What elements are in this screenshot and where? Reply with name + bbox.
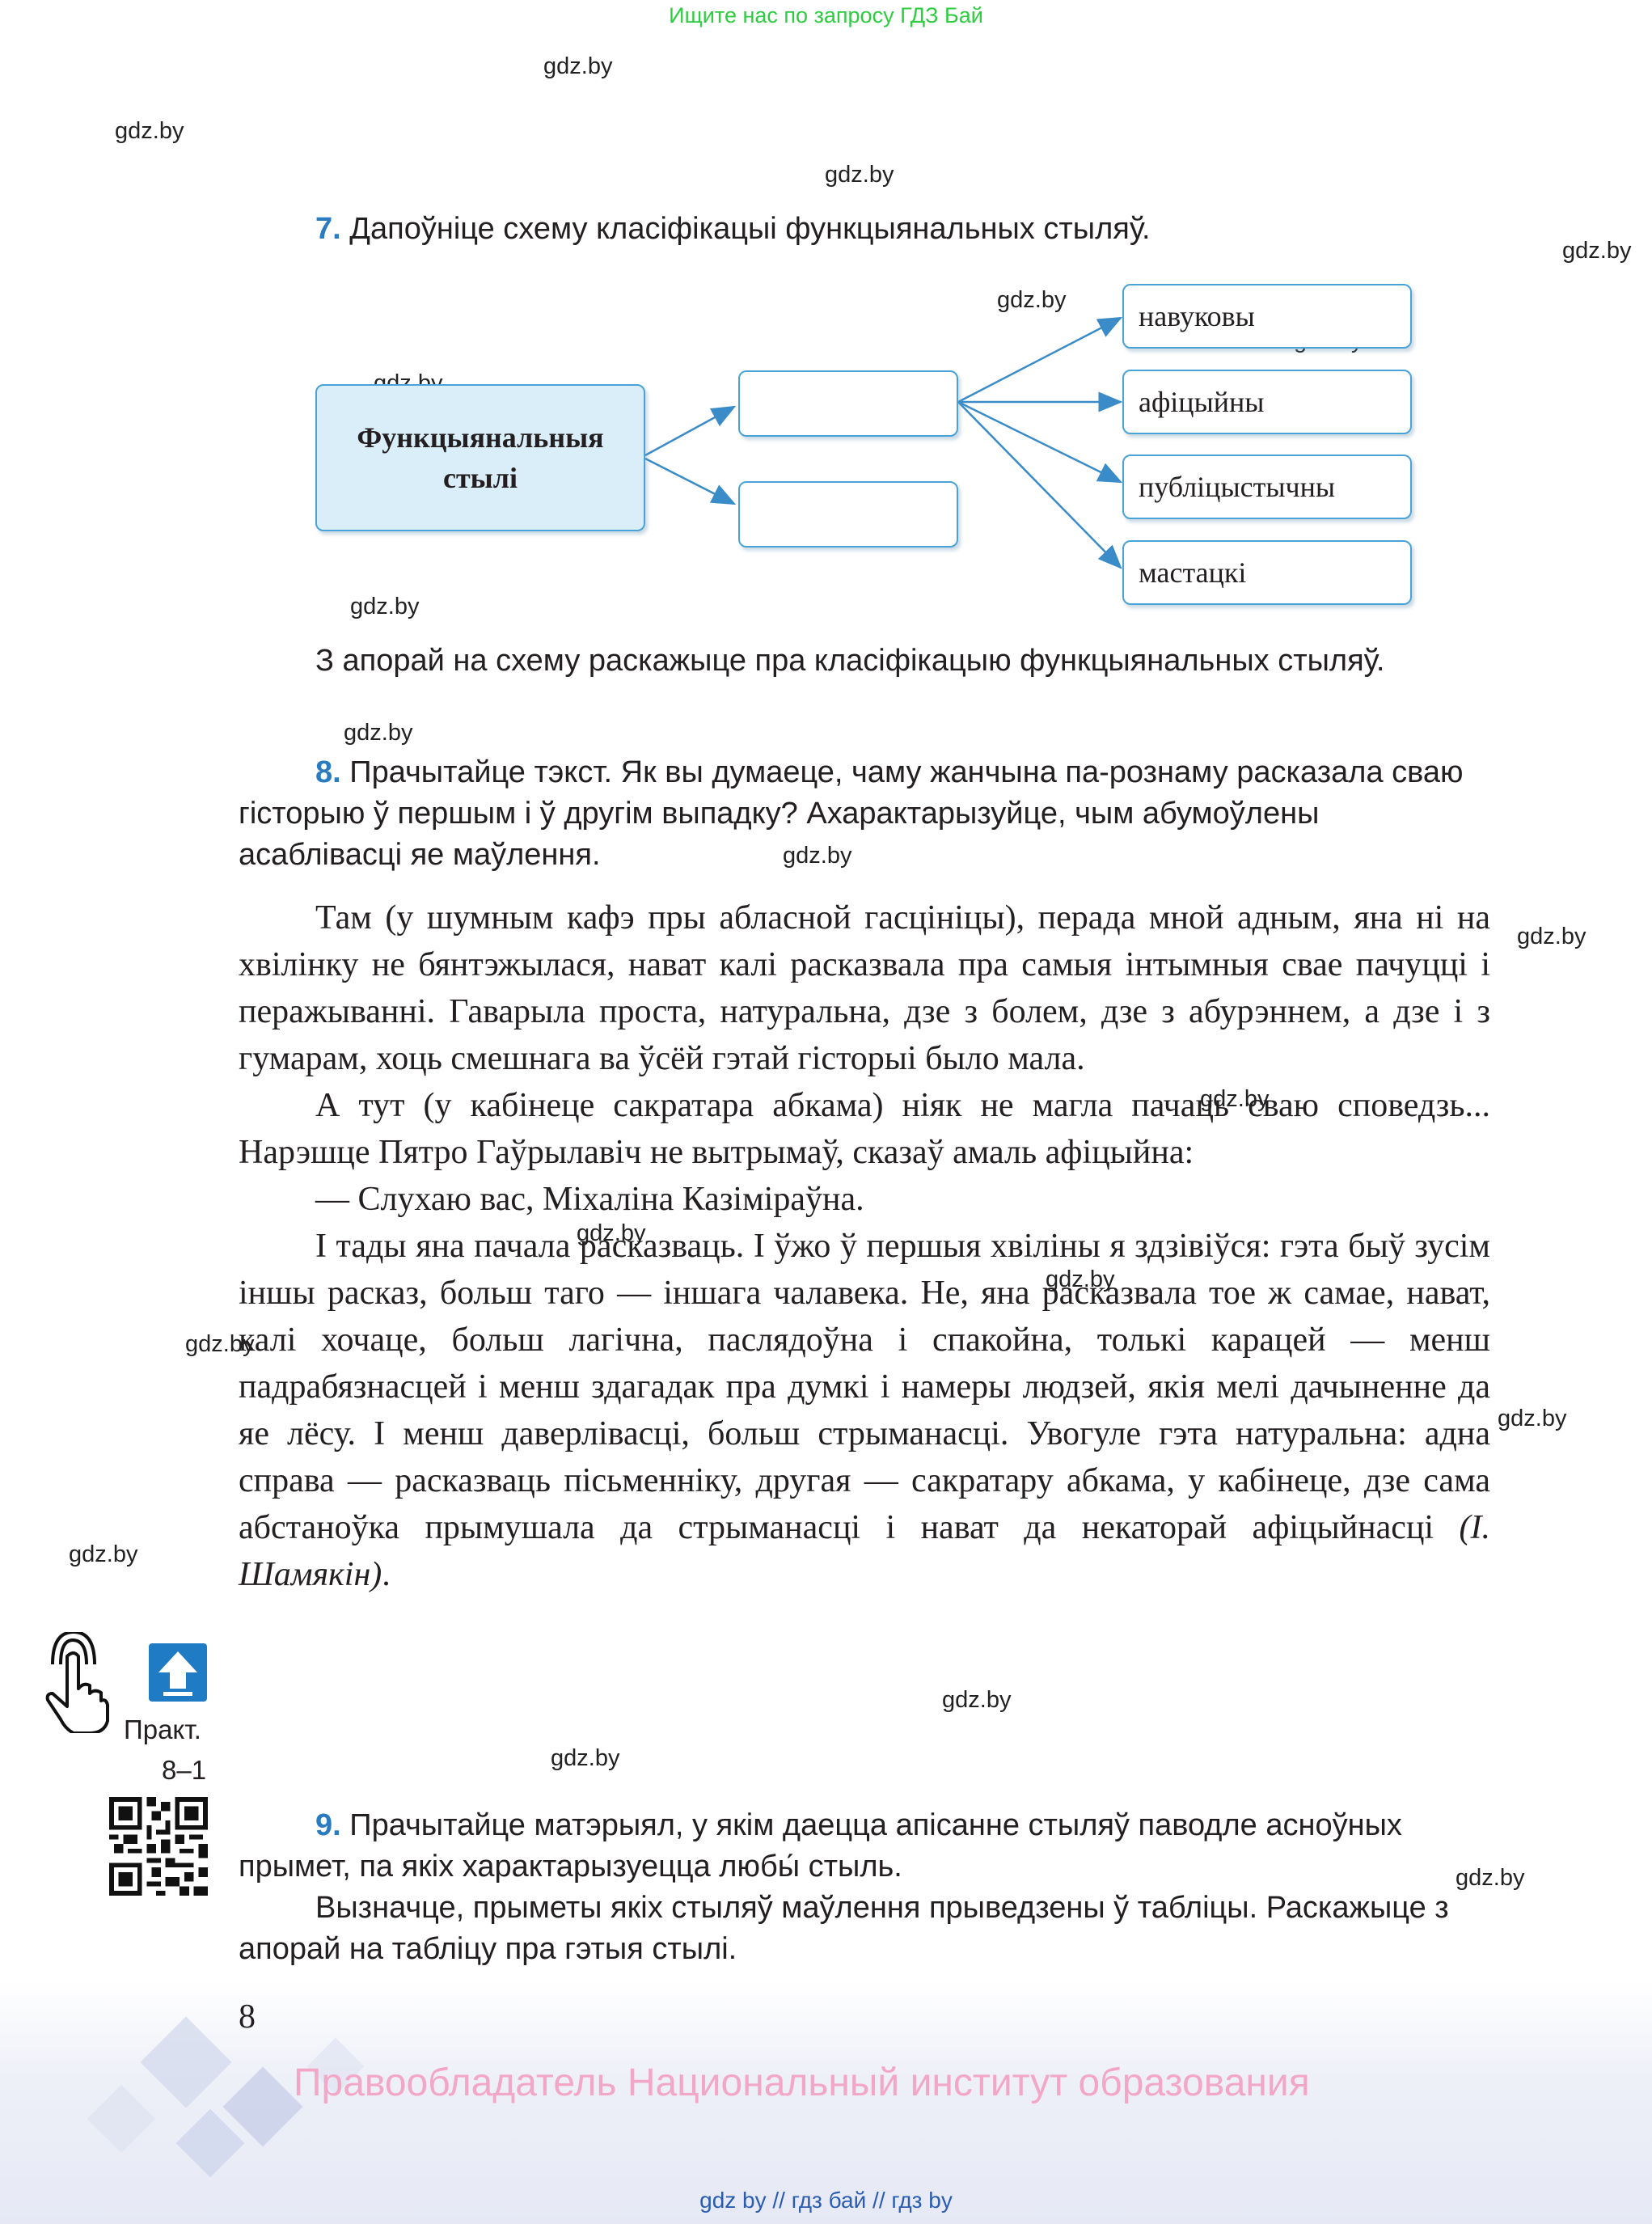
task-number: 7. [315, 212, 341, 246]
story-paragraph: Там (у шумным кафэ пры абласной гасцініц… [239, 899, 1490, 1077]
task-number: 8. [315, 755, 341, 789]
story-author: (І. Шамякін) [239, 1509, 1490, 1593]
style-box-official: афіцыйны [1122, 370, 1412, 434]
arrow [957, 400, 1123, 484]
decorative-diamonds [87, 2016, 365, 2178]
qr-code-icon[interactable] [109, 1797, 208, 1900]
task-text: Прачытайце матэрыял, у якім даецца апіса… [239, 1808, 1402, 1884]
main-box-line1: Функцыянальныя [357, 421, 604, 454]
watermark: gdz.by [783, 843, 852, 869]
watermark: gdz.by [577, 1220, 646, 1246]
watermark: gdz.by [1200, 1086, 1270, 1112]
story-paragraph: І тады яна пачала расказваць. І ўжо ў пе… [239, 1223, 1490, 1598]
watermark: gdz.by [942, 1687, 1012, 1713]
watermark: gdz.by [825, 162, 894, 188]
task-text: Дапоўніце схему класіфікацыі функцыяналь… [349, 212, 1151, 246]
watermark: gdz.by [1046, 1266, 1115, 1292]
task-7-after: З апорай на схему раскажыце пра класіфік… [315, 644, 1385, 678]
task-8: 8. Прачытайце тэкст. Як вы думаеце, чаму… [239, 752, 1490, 876]
watermark: gdz.by [1498, 1406, 1567, 1431]
watermark: gdz.by [543, 53, 613, 79]
watermark: gdz.by [185, 1331, 255, 1357]
story-text: Там (у шумным кафэ пры абласной гасцініц… [239, 894, 1490, 1598]
style-box-scientific: навуковы [1122, 284, 1412, 349]
watermark: gdz.by [1456, 1865, 1525, 1891]
page-number: 8 [239, 1998, 256, 2036]
watermark: gdz.by [1562, 238, 1632, 264]
story-end: . [382, 1556, 391, 1593]
task-text: Прачытайце тэкст. Як вы думаеце, чаму жа… [239, 755, 1464, 872]
empty-box-1[interactable] [738, 370, 958, 437]
arrow [957, 401, 1122, 569]
header-note: Ищите нас по запросу ГДЗ Бай [669, 3, 983, 27]
style-label: афіцыйны [1139, 386, 1265, 418]
arrow [644, 457, 737, 505]
watermark: gdz.by [69, 1541, 138, 1567]
watermark: gdz.by [997, 287, 1067, 313]
story-paragraph: — Слухаю вас, Міхаліна Казіміраўна. [315, 1181, 864, 1218]
watermark: gdz.by [115, 118, 184, 144]
task-7: 7. Дапоўніце схему класіфікацыі функцыян… [239, 209, 1490, 250]
diagram-arrows [644, 316, 1123, 569]
side-label-practice: Практ. [124, 1715, 201, 1744]
main-box: Функцыянальныя стылі [315, 384, 645, 531]
task-text-2: Вызначце, прыметы якіх стыляў маўлення п… [239, 1891, 1449, 1966]
arrow [644, 405, 737, 457]
bottom-links[interactable]: gdz by // гдз бай // гдз by [699, 2188, 953, 2213]
watermark: gdz.by [551, 1745, 620, 1771]
style-box-artistic: мастацкі [1122, 540, 1412, 605]
story-paragraph: А тут (у кабінеце сакратара абкама) ніяк… [239, 1087, 1490, 1171]
task-9: 9. Прачытайце матэрыял, у якім даецца ап… [239, 1805, 1490, 1970]
main-box-line2: стылі [443, 462, 518, 494]
empty-box-2[interactable] [738, 481, 958, 548]
story-paragraph-text: І тады яна пачала расказваць. І ўжо ў пе… [239, 1228, 1490, 1546]
copyright-notice: Правообладатель Национальный институт об… [294, 2061, 1310, 2104]
watermark: gdz.by [1517, 924, 1587, 949]
upload-arrow-icon[interactable] [149, 1643, 207, 1702]
watermark: gdz.by [344, 720, 413, 746]
watermark: gdz.by [350, 594, 420, 619]
footer-background [0, 1981, 1652, 2224]
task-number: 9. [315, 1808, 341, 1842]
style-box-journalistic: публіцыстычны [1122, 455, 1412, 519]
style-label: публіцыстычны [1139, 471, 1336, 503]
style-label: навуковы [1139, 300, 1255, 332]
side-label-number: 8–1 [162, 1755, 207, 1785]
arrow [957, 316, 1123, 404]
touch-hand-icon[interactable] [36, 1630, 109, 1737]
style-label: мастацкі [1139, 556, 1247, 589]
